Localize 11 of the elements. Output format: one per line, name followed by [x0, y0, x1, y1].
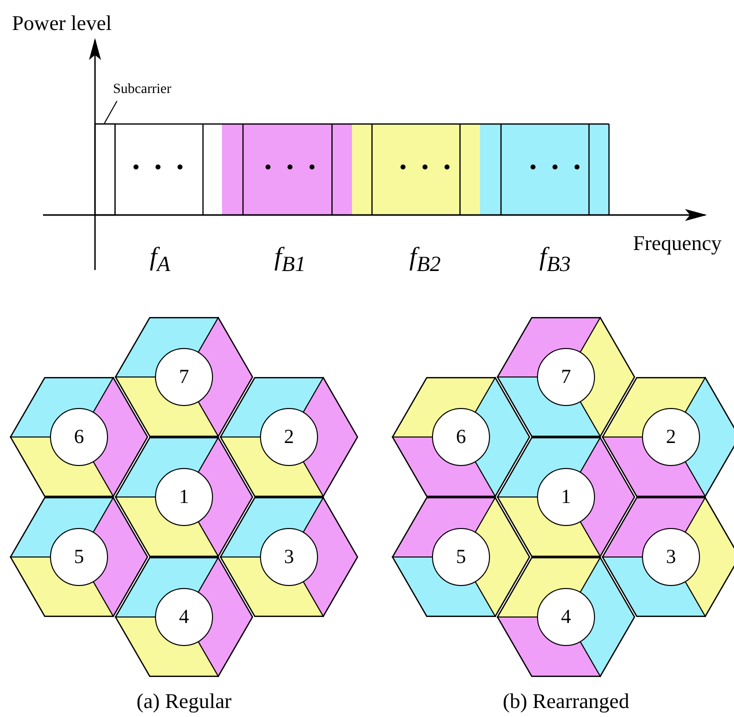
band-label: f$_{B2}$ — [409, 243, 441, 278]
band-label: f$_{B3}$ — [539, 243, 571, 278]
leader-line — [104, 100, 118, 124]
band-label: f$_{B1}$ — [274, 243, 306, 278]
axis-title: Frequency — [633, 232, 722, 256]
subcarrier-bar — [94, 123, 116, 216]
figure-caption: (a) Regular — [136, 690, 232, 714]
axis-title: Power level — [12, 12, 112, 36]
band-label: f$_{A}$ — [150, 243, 170, 278]
figure-caption: (b) Rearranged — [502, 690, 630, 714]
subcarrier-label: Subcarrier — [113, 82, 172, 99]
